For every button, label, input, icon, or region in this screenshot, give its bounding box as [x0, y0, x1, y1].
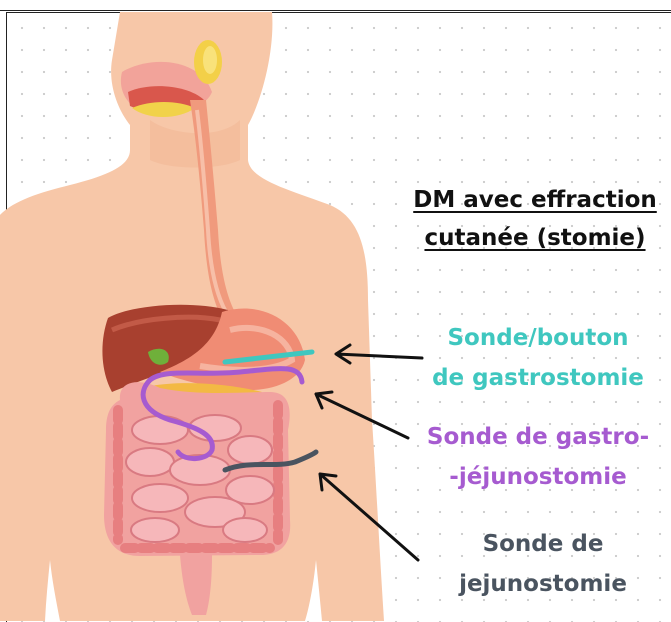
label-gastrostomy-line-1: Sonde/bouton [413, 318, 663, 358]
label-gastro-jejunostomy: Sonde de gastro- -jéjunostomie [413, 417, 663, 497]
title-line-2: cutanée (stomie) [404, 219, 666, 257]
label-jejunostomy-line-2: jejunostomie [418, 564, 668, 604]
label-gastro-jejunostomy-line-2: -jéjunostomie [413, 457, 663, 497]
label-gastro-jejunostomy-line-1: Sonde de gastro- [413, 417, 663, 457]
label-jejunostomy: Sonde de jejunostomie [418, 524, 668, 604]
label-gastrostomy-line-2: de gastrostomie [413, 358, 663, 398]
title-line-1: DM avec effraction [404, 181, 666, 219]
diagram-title: DM avec effraction cutanée (stomie) [404, 181, 666, 257]
label-gastrostomy: Sonde/bouton de gastrostomie [413, 318, 663, 398]
label-jejunostomy-line-1: Sonde de [418, 524, 668, 564]
